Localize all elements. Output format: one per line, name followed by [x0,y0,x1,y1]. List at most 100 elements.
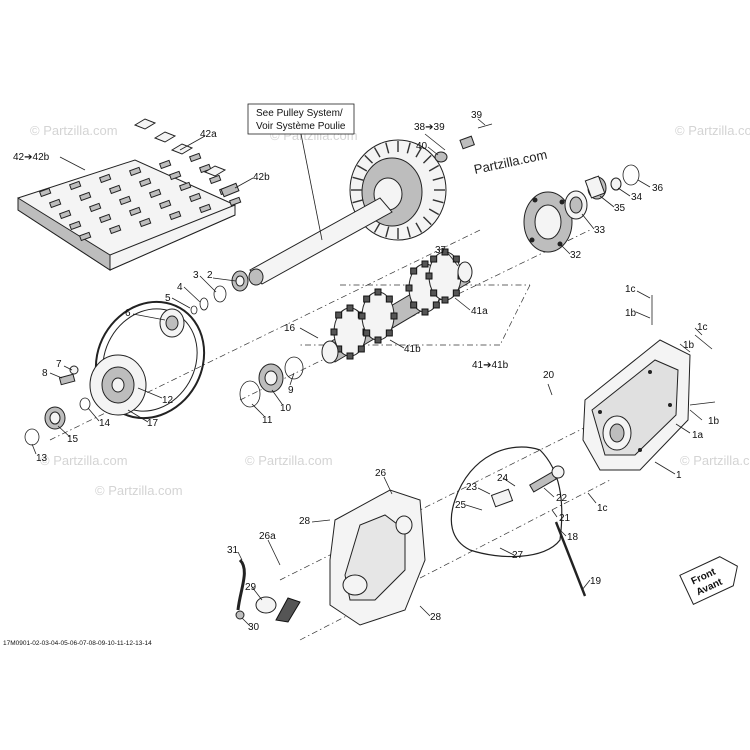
track-cleat [58,209,72,220]
sprocket-tooth [421,260,429,268]
watermark-faded: © Partzilla.com [245,453,333,468]
track-cleats [38,152,242,242]
track-cleat [108,224,122,235]
pulley-tooth [406,226,411,238]
label-15: 15 [67,434,79,445]
pulley-tooth [373,222,381,233]
label-19: 19 [590,576,602,587]
part-labels: 42a 42➔42b 42b 2 3 4 5 6 7 8 9 10 11 12 … [13,110,720,633]
pulley-tooth [432,199,444,204]
bearing-9-10-11 [239,356,304,408]
label-42-42b: 42➔42b [13,152,50,163]
sprocket-tooth [441,248,449,256]
drive-sprockets [330,248,465,360]
label-20: 20 [543,370,555,381]
label-11: 11 [262,415,273,426]
front-direction-sign: Front Avant [679,556,738,605]
watermark-faded: © Partzilla.com [680,453,750,468]
pulley-tooth [385,142,390,154]
sprocket-tooth [363,295,371,303]
sprocket-tooth [330,328,338,336]
sprocket-tooth [346,352,354,360]
watermark-main: Partzilla.com [473,147,549,177]
label-42a: 42a [200,129,217,140]
label-1b-right: 1b [708,416,720,427]
track-cleat [158,159,172,170]
chaincase-cover-26 [329,489,426,626]
label-41-41b: 41➔41b [472,360,509,371]
label-30: 30 [248,622,260,633]
tensioner-22-24 [490,465,565,508]
sprocket-tooth [410,267,418,275]
clip-42b [220,182,240,198]
track-cleat [178,181,192,192]
sprocket-tooth [335,311,343,319]
sprocket-6 [159,308,185,338]
label-1c-bot: 1c [597,503,608,514]
sprocket-tooth [357,345,365,353]
sprocket-tooth [405,284,413,292]
pulley-tooth [415,147,423,158]
sprocket-tooth [441,296,449,304]
track-cleat [128,206,142,217]
label-41b: 41b [404,344,421,355]
label-37: 37 [435,245,447,256]
sprocket-tooth [430,289,438,297]
washer-14 [79,397,91,411]
label-13: 13 [36,453,48,464]
chain-17 [94,300,206,420]
track-cleat [98,173,112,184]
label-33: 33 [594,225,606,236]
pulley-tooth [428,164,440,172]
track-cleat [108,184,122,195]
track-cleat [138,217,152,228]
pulley-tooth [422,216,432,226]
track-cleat [78,231,92,242]
label-5: 5 [165,293,171,304]
label-10: 10 [280,403,292,414]
label-14: 14 [99,418,111,429]
track-cleat [118,195,132,206]
track-cleat [78,191,92,202]
sprocket-tooth [421,308,429,316]
label-39: 39 [471,110,483,121]
sprocket-tooth [425,272,433,280]
circlip-13 [24,428,40,446]
track-cleat [168,170,182,181]
track-cleat [168,210,182,221]
sprocket-tooth [452,255,460,263]
leader-lines [31,118,703,627]
label-4: 4 [177,282,183,293]
label-26: 26 [375,468,387,479]
track-cleat [208,174,222,185]
pulley-tooth [352,199,364,204]
sprocket-tooth [385,295,393,303]
track-cleat [88,202,102,213]
label-41a: 41a [471,306,488,317]
sprocket-tooth [432,301,440,309]
circlip-36 [622,164,640,186]
sprocket-tooth [410,301,418,309]
label-1a: 1a [692,430,704,441]
pulley-tooth [415,222,423,233]
sprocket-tooth [374,288,382,296]
sprocket-tooth [430,255,438,263]
label-12: 12 [162,395,174,406]
pulley-tooth [422,154,432,164]
track-plate-42 [17,118,242,271]
pulley-tooth [352,176,364,181]
track-cleat [138,177,152,188]
label-16: 16 [284,323,296,334]
callout-line-2: Voir Système Poulie [256,121,346,132]
watermark-faded: © Partzilla.com [95,483,183,498]
sprocket-tooth [452,289,460,297]
callout-line-1: See Pulley System/ [256,108,343,119]
callout-box [247,103,355,135]
label-31: 31 [227,545,239,556]
pulley-tooth [432,176,444,181]
label-9: 9 [288,385,294,396]
label-1c-mid: 1c [697,322,708,333]
label-7: 7 [56,359,62,370]
oil-plug-29-31 [235,558,301,623]
